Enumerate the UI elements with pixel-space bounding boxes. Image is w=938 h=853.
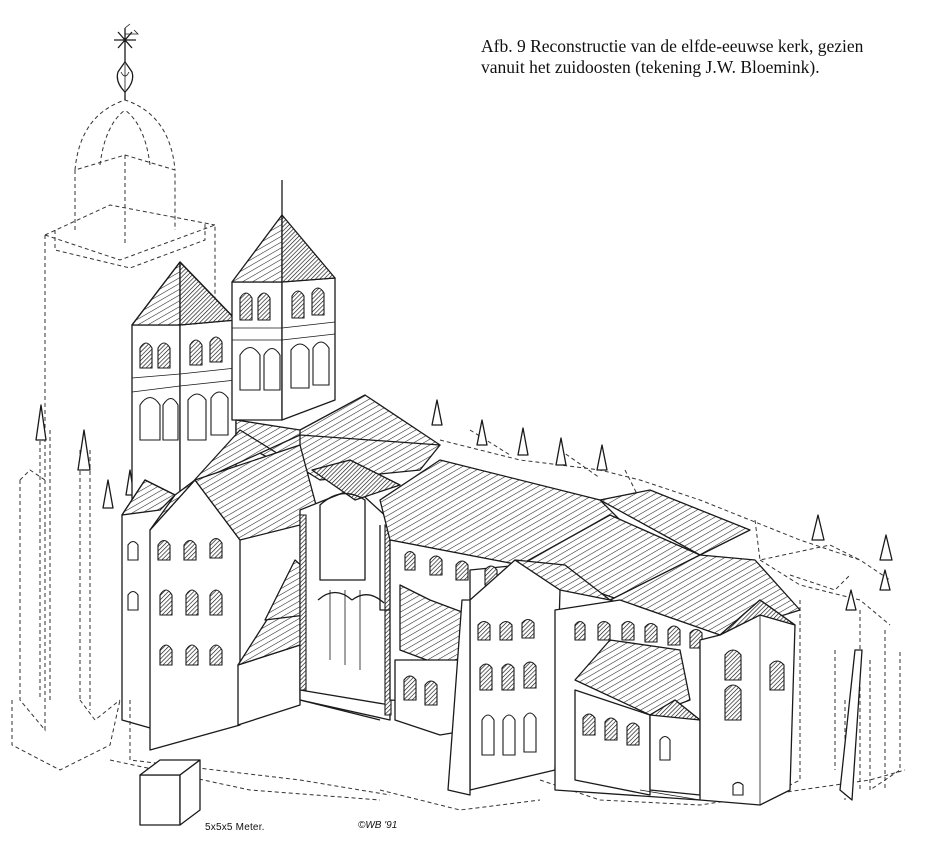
foreground-cut-walls [447,599,863,801]
main-apse [639,599,796,806]
west-block-windows [127,537,223,666]
dashed-background-tower [11,23,216,771]
figure-caption: Afb. 9 Reconstructie van de elfde-eeuwse… [481,36,921,78]
right-pinnacles [431,399,893,611]
choir-upper-windows [574,620,703,649]
east-transept [469,559,611,791]
clerestory-windows [404,550,498,586]
caption-line-1: Afb. 9 Reconstructie van de elfde-eeuwse… [481,36,864,56]
caption-line-2: vanuit het zuidoosten (tekening J.W. Blo… [481,57,820,77]
nave-roof [379,459,621,736]
choir [554,599,721,801]
artist-signature: ©WB '91 [358,820,398,831]
west-block [121,444,321,751]
ground-lines [109,700,391,801]
left-pinnacles [35,404,135,509]
scale-cube [139,759,201,826]
scale-label: 5x5x5 Meter. [205,822,265,833]
right-west-tower [231,180,336,421]
transept-windows [477,618,537,756]
